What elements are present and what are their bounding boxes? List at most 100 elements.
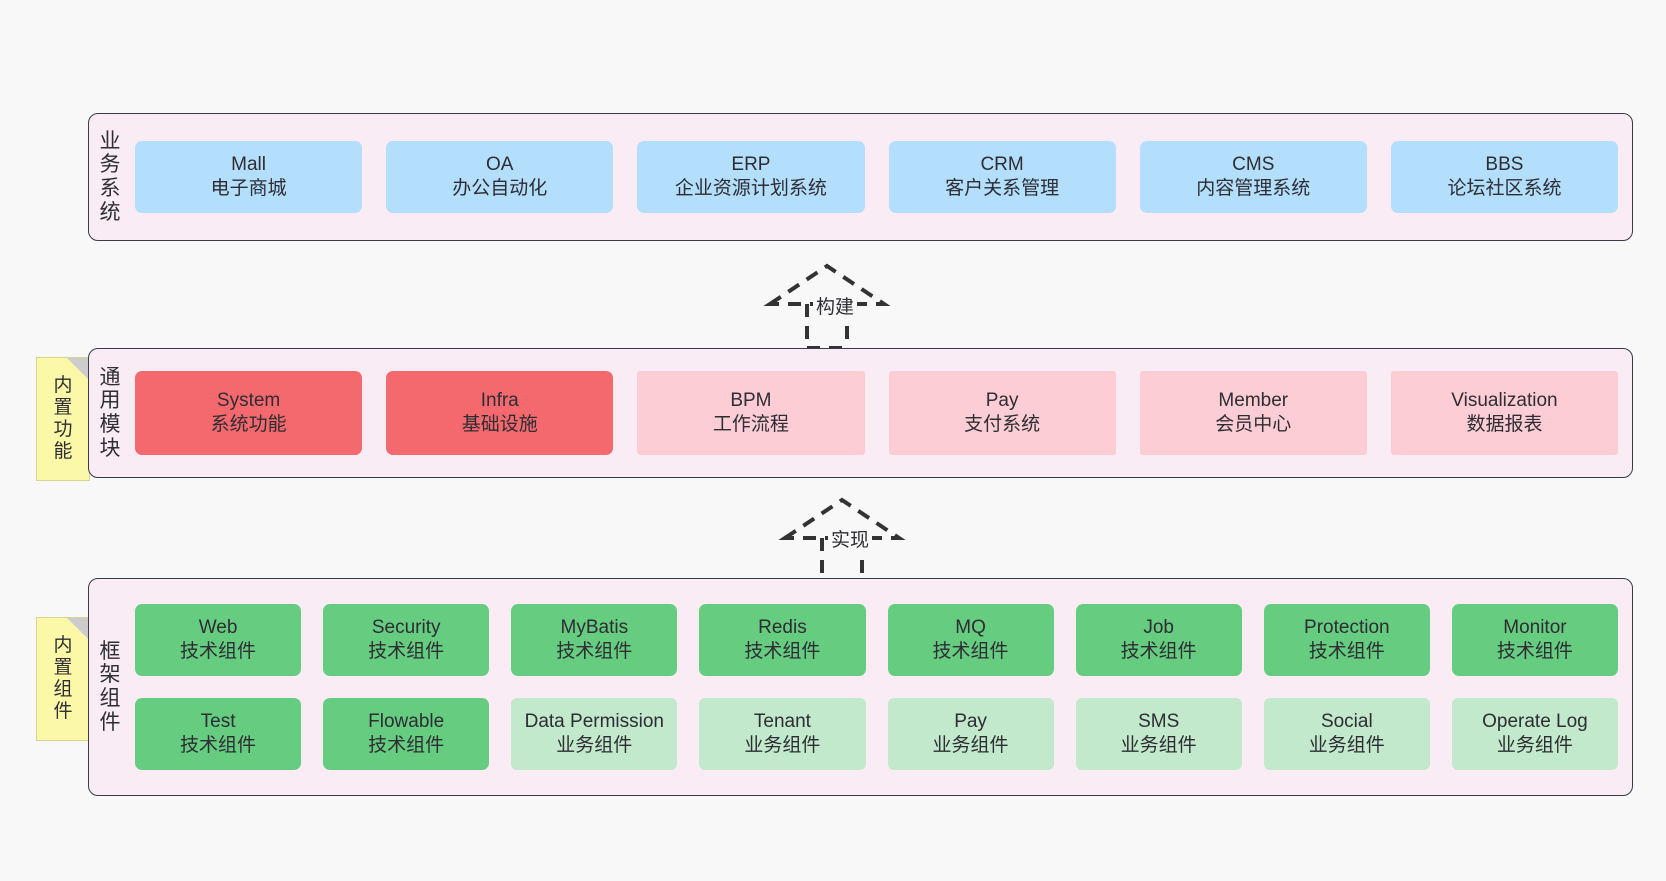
box-subtitle: 办公自动化: [452, 178, 548, 199]
note-fold-corner: [67, 358, 89, 380]
note-char: 内: [53, 634, 73, 656]
note-builtin-component: 内 置 组 件: [36, 617, 90, 741]
box-subtitle: 技术组件: [932, 641, 1009, 662]
box-row: System 系统功能 Infra 基础设施 BPM 工作流程 Pay 支付系统…: [135, 371, 1619, 455]
box-title: BBS: [1485, 153, 1524, 175]
component-box-security[interactable]: Security 技术组件: [323, 604, 490, 676]
component-box-job[interactable]: Job 技术组件: [1075, 604, 1242, 676]
system-box-cms[interactable]: CMS 内容管理系统: [1139, 141, 1367, 213]
box-title: BPM: [730, 389, 772, 411]
component-box-social[interactable]: Social 业务组件: [1263, 698, 1430, 770]
box-subtitle: 技术组件: [1120, 641, 1197, 662]
note-char: 能: [53, 441, 73, 463]
component-box-sms[interactable]: SMS 业务组件: [1075, 698, 1242, 770]
box-title: Social: [1320, 710, 1373, 732]
system-box-bbs[interactable]: BBS 论坛社区系统: [1390, 141, 1619, 213]
box-title: Web: [198, 616, 238, 638]
module-box-infra[interactable]: Infra 基础设施: [386, 371, 614, 455]
box-row: Mall 电子商城 OA 办公自动化 ERP 企业资源计划系统 CRM 客户关系…: [135, 141, 1619, 213]
layer-caption-framework-component: 框 架 组 件: [89, 579, 131, 795]
box-subtitle: 业务组件: [932, 735, 1009, 756]
note-char: 功: [53, 419, 73, 440]
module-box-bpm[interactable]: BPM 工作流程: [637, 371, 865, 455]
component-box-web[interactable]: Web 技术组件: [135, 604, 302, 676]
box-subtitle: 内容管理系统: [1196, 178, 1311, 199]
system-box-erp[interactable]: ERP 企业资源计划系统: [637, 141, 865, 213]
connector-implement-label: 实现: [828, 525, 873, 552]
system-box-oa[interactable]: OA 办公自动化: [386, 141, 614, 213]
box-subtitle: 论坛社区系统: [1447, 178, 1562, 199]
module-box-visualization[interactable]: Visualization 数据报表: [1390, 371, 1619, 455]
box-title: OA: [486, 153, 514, 175]
module-box-member[interactable]: Member 会员中心: [1139, 371, 1367, 455]
system-box-mall[interactable]: Mall 电子商城: [135, 141, 363, 213]
caption-char: 框: [99, 639, 121, 663]
component-box-pay[interactable]: Pay 业务组件: [887, 698, 1054, 770]
module-box-pay[interactable]: Pay 支付系统: [888, 371, 1116, 455]
component-box-monitor[interactable]: Monitor 技术组件: [1451, 604, 1618, 676]
box-title: Operate Log: [1482, 710, 1588, 732]
layer-body-business-system: Mall 电子商城 OA 办公自动化 ERP 企业资源计划系统 CRM 客户关系…: [131, 114, 1632, 240]
layer-body-framework-component: Web 技术组件 Security 技术组件 MyBatis 技术组件 Redi…: [131, 579, 1632, 795]
component-box-test[interactable]: Test 技术组件: [135, 698, 302, 770]
box-title: Flowable: [368, 710, 445, 732]
caption-char: 块: [99, 436, 121, 460]
box-subtitle: 业务组件: [744, 735, 821, 756]
note-builtin-function: 内 置 功 能: [36, 357, 90, 481]
connector-build-label: 构建: [813, 292, 858, 319]
layer-body-common-module: System 系统功能 Infra 基础设施 BPM 工作流程 Pay 支付系统…: [131, 349, 1632, 477]
box-title: Monitor: [1503, 616, 1567, 638]
box-subtitle: 技术组件: [368, 735, 445, 756]
box-title: ERP: [731, 153, 771, 175]
component-box-operate-log[interactable]: Operate Log 业务组件: [1451, 698, 1618, 770]
component-box-redis[interactable]: Redis 技术组件: [699, 604, 866, 676]
box-subtitle: 数据报表: [1466, 414, 1543, 435]
box-subtitle: 技术组件: [368, 641, 445, 662]
note-char: 置: [53, 656, 73, 678]
box-row-business: Test 技术组件 Flowable 技术组件 Data Permission …: [135, 698, 1618, 770]
component-box-flowable[interactable]: Flowable 技术组件: [323, 698, 490, 770]
box-subtitle: 技术组件: [556, 641, 633, 662]
box-title: Infra: [480, 389, 519, 411]
note-char: 件: [53, 701, 73, 723]
note-fold-corner: [67, 618, 89, 640]
box-title: Tenant: [753, 710, 811, 732]
box-title: Redis: [758, 616, 807, 638]
box-subtitle: 基础设施: [461, 414, 538, 435]
note-char: 置: [53, 396, 73, 418]
box-subtitle: 企业资源计划系统: [674, 178, 827, 199]
note-char: 组: [53, 679, 73, 700]
component-box-protection[interactable]: Protection 技术组件: [1263, 604, 1430, 676]
box-title: Mall: [231, 153, 266, 175]
caption-char: 务: [99, 153, 121, 177]
box-row-technical: Web 技术组件 Security 技术组件 MyBatis 技术组件 Redi…: [135, 604, 1618, 676]
module-box-system[interactable]: System 系统功能: [135, 371, 363, 455]
box-subtitle: 技术组件: [180, 735, 257, 756]
caption-char: 统: [99, 200, 121, 224]
layer-framework-component: 框 架 组 件 Web 技术组件 Security 技术组件 MyBatis 技…: [88, 578, 1633, 796]
box-title: System: [216, 389, 281, 411]
box-subtitle: 支付系统: [964, 414, 1041, 435]
layer-caption-business-system: 业 务 系 统: [89, 114, 131, 240]
box-title: MyBatis: [560, 616, 629, 638]
component-box-data-permission[interactable]: Data Permission 业务组件: [511, 698, 678, 770]
note-char: 内: [53, 374, 73, 396]
caption-char: 件: [99, 710, 121, 734]
caption-char: 通: [99, 365, 121, 389]
box-subtitle: 业务组件: [556, 735, 633, 756]
component-box-mq[interactable]: MQ 技术组件: [887, 604, 1054, 676]
box-title: Data Permission: [524, 710, 664, 732]
box-subtitle: 业务组件: [1308, 735, 1385, 756]
box-title: CMS: [1232, 153, 1275, 175]
box-subtitle: 客户关系管理: [945, 178, 1060, 199]
component-box-tenant[interactable]: Tenant 业务组件: [699, 698, 866, 770]
box-title: Visualization: [1451, 389, 1558, 411]
caption-char: 架: [99, 663, 121, 687]
system-box-crm[interactable]: CRM 客户关系管理: [888, 141, 1116, 213]
caption-char: 模: [99, 413, 121, 436]
box-subtitle: 技术组件: [744, 641, 821, 662]
box-title: Test: [200, 710, 236, 732]
box-subtitle: 业务组件: [1496, 735, 1573, 756]
component-box-mybatis[interactable]: MyBatis 技术组件: [511, 604, 678, 676]
